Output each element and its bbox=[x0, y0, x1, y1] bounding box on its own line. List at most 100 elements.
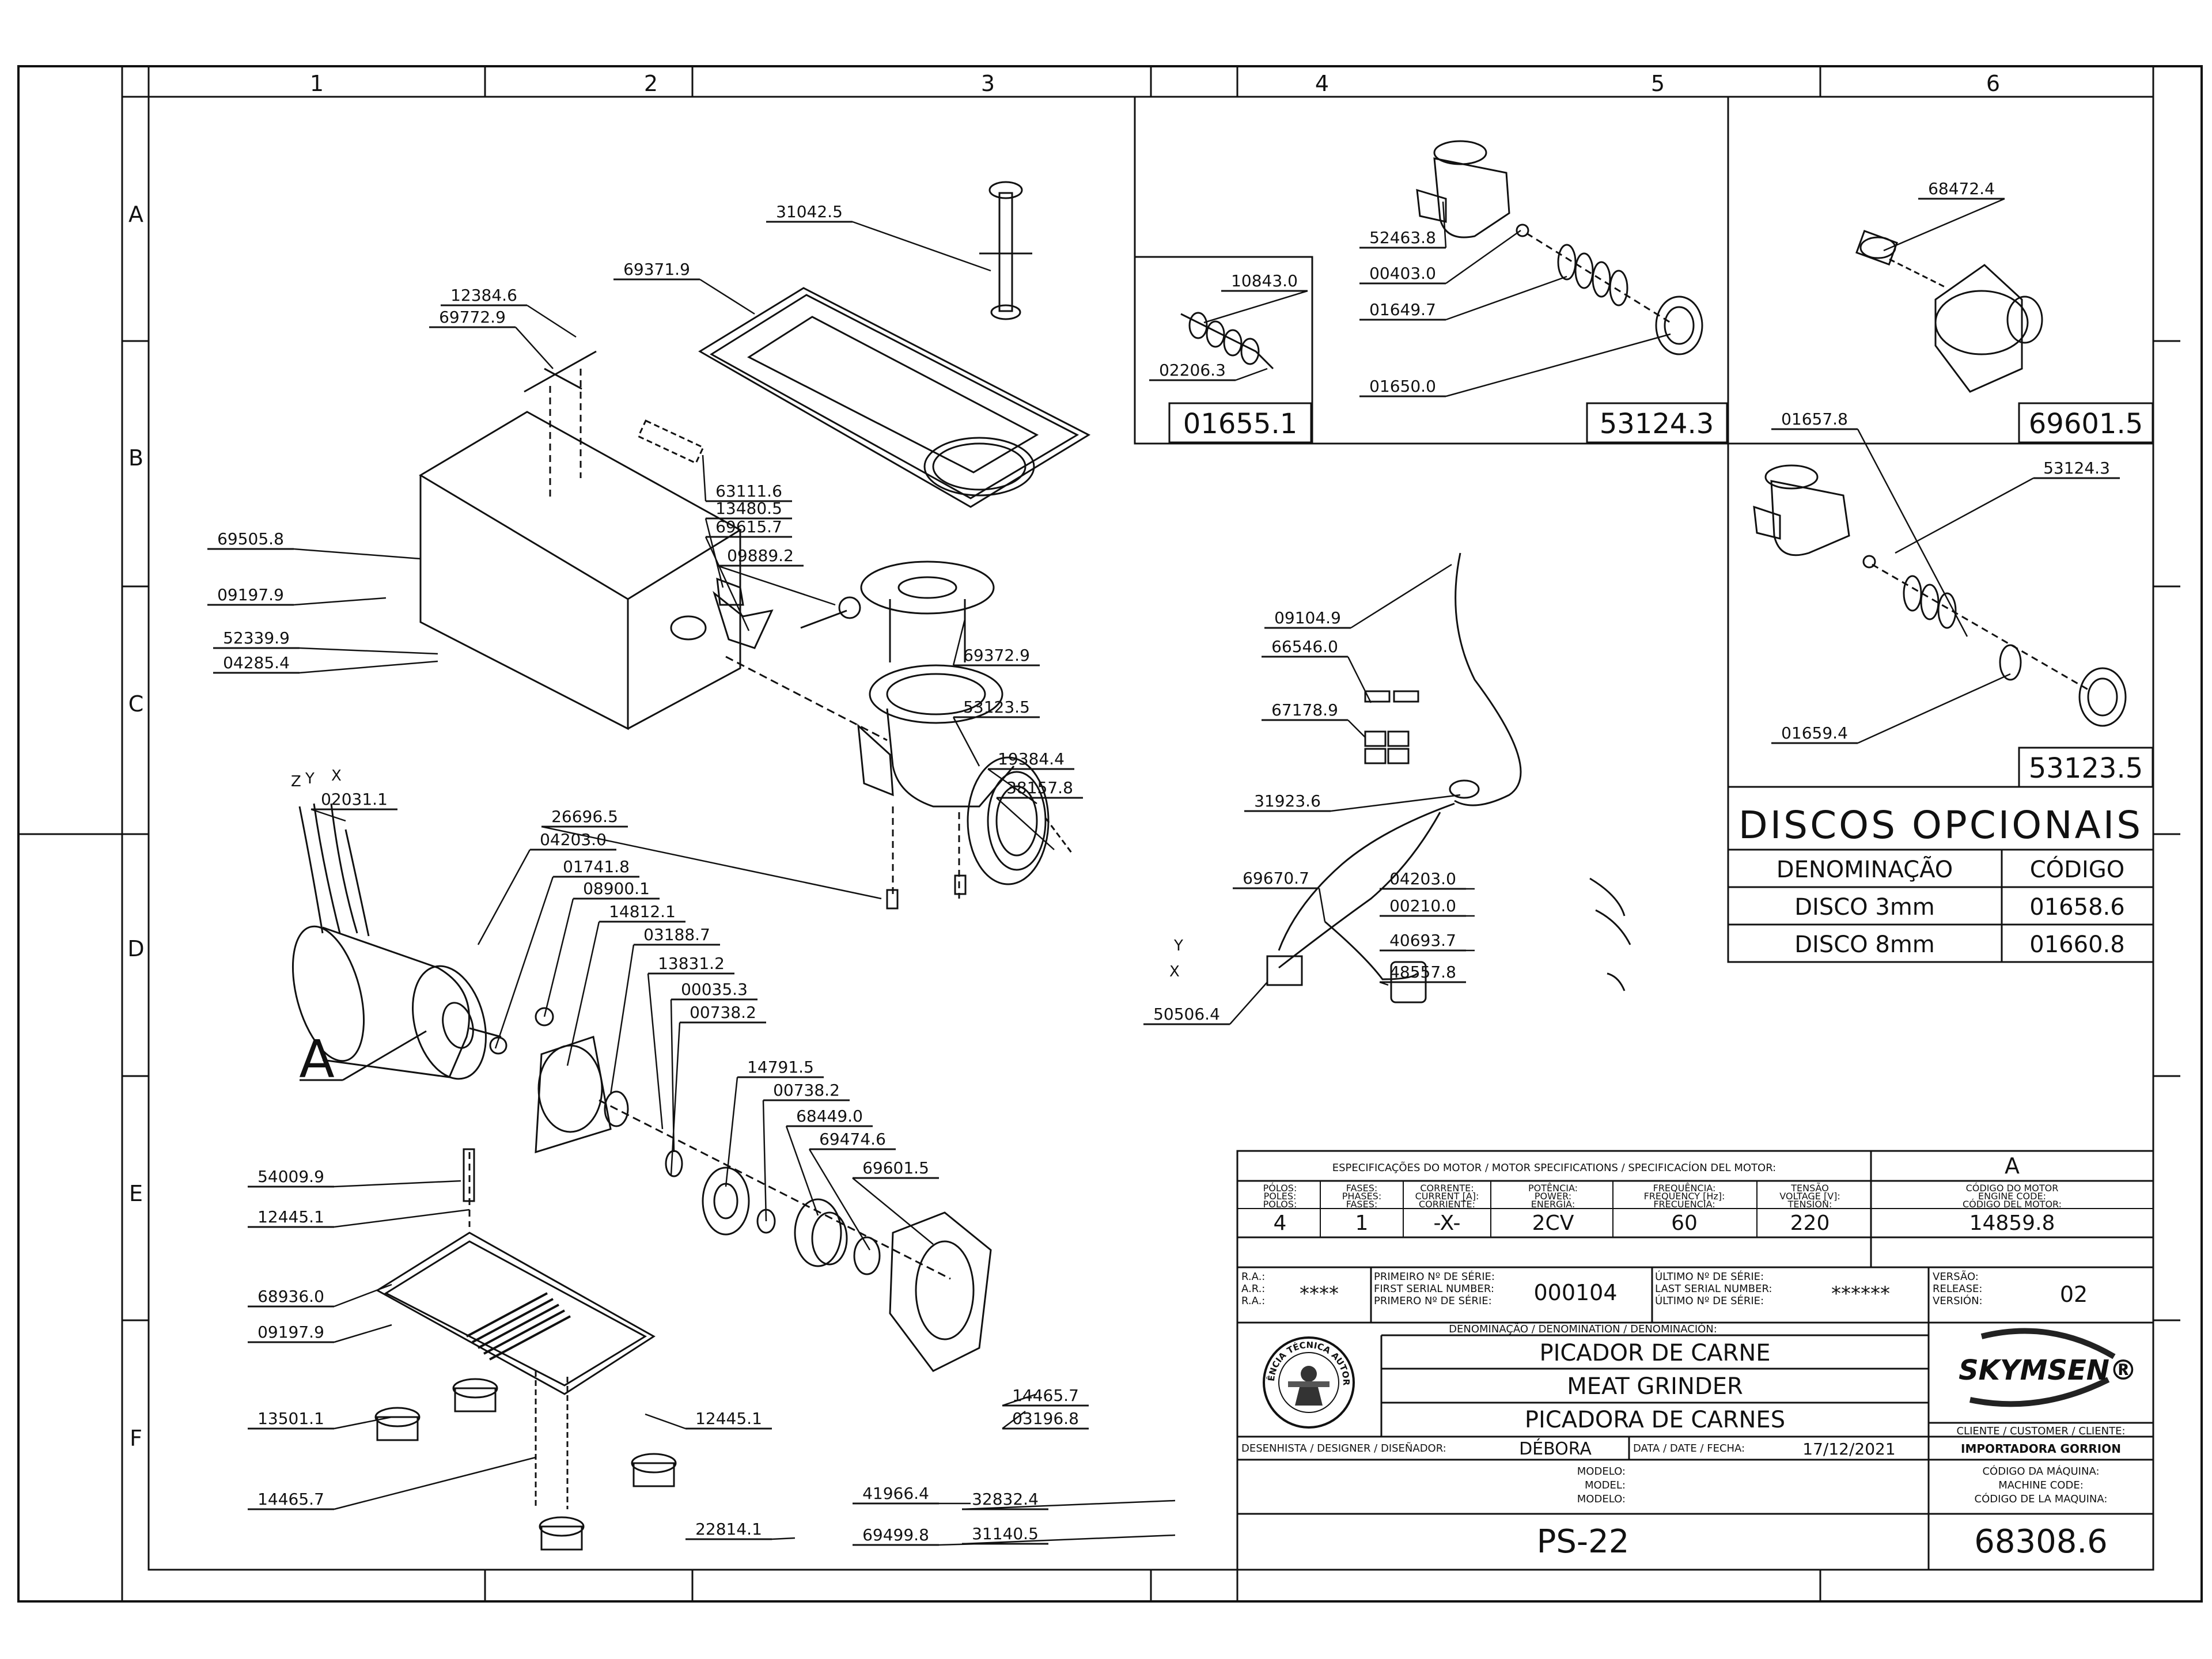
spec-label: ENERGÍA: bbox=[1531, 1199, 1575, 1210]
leader-line bbox=[477, 849, 531, 945]
callout: 67178.9 bbox=[1262, 700, 1366, 738]
callout: 69601.5 bbox=[852, 1158, 939, 1245]
axis-x: X bbox=[331, 767, 342, 785]
callout: 00035.3 bbox=[670, 980, 757, 1153]
callout: 26696.5 bbox=[541, 807, 882, 900]
part-number: 00035.3 bbox=[681, 980, 748, 999]
discos-header-name: DENOMINAÇÃO bbox=[1777, 855, 1953, 883]
part-number: 40693.7 bbox=[1389, 931, 1456, 950]
spec-label: POWER: bbox=[1535, 1191, 1571, 1202]
part-number: 69601.5 bbox=[862, 1158, 929, 1177]
spec-value: 4 bbox=[1274, 1211, 1287, 1235]
leader-line bbox=[293, 548, 421, 560]
part-number: 14812.1 bbox=[609, 902, 676, 921]
leader-line bbox=[1347, 719, 1366, 738]
callout: 31042.5 bbox=[766, 202, 991, 272]
first-serial-label: PRIMEIRO Nº DE SÉRIE: bbox=[1374, 1270, 1495, 1283]
axis-y2: Y bbox=[1173, 937, 1183, 955]
spec-value: 220 bbox=[1790, 1211, 1830, 1235]
leader-line bbox=[699, 278, 755, 315]
ra-value: **** bbox=[1300, 1282, 1339, 1305]
callout: 10843.0 bbox=[1203, 271, 1308, 324]
part-number: 00210.0 bbox=[1389, 896, 1456, 915]
spec-label: FASES: bbox=[1346, 1199, 1378, 1210]
leader-line bbox=[1857, 673, 2011, 744]
model-label: MODEL: bbox=[1585, 1479, 1626, 1491]
wiring-drawing bbox=[1266, 552, 1631, 1003]
part-number: 68936.0 bbox=[257, 1287, 324, 1306]
part-number: 09197.9 bbox=[257, 1323, 324, 1342]
motor-drawing bbox=[291, 803, 612, 1154]
callout: 01657.8 bbox=[1771, 410, 1968, 637]
grid-row-label: D bbox=[127, 936, 144, 961]
leader-line bbox=[515, 327, 554, 369]
leader-line bbox=[808, 1149, 871, 1251]
spec-label: TENSÍON: bbox=[1787, 1199, 1832, 1210]
part-number: 22814.1 bbox=[695, 1520, 762, 1539]
name-pt: PICADOR DE CARNE bbox=[1539, 1340, 1770, 1366]
callout: 09889.2 bbox=[717, 546, 836, 606]
callout: 31140.5 bbox=[961, 1524, 1176, 1545]
part-number: 41966.4 bbox=[862, 1484, 929, 1503]
callout: 12445.1 bbox=[645, 1409, 772, 1430]
machine-code-label: CÓDIGO DE LA MAQUINA: bbox=[1975, 1493, 2108, 1505]
callout: 69505.8 bbox=[207, 529, 421, 560]
machine-code-label: MACHINE CODE: bbox=[1998, 1479, 2084, 1491]
callout: 03196.8 bbox=[1002, 1409, 1089, 1430]
part-number: 19384.4 bbox=[998, 749, 1065, 768]
callout: 22814.1 bbox=[685, 1520, 796, 1540]
discos-header-code: CÓDIGO bbox=[2030, 855, 2125, 883]
leader-line bbox=[1229, 982, 1268, 1025]
part-number: 26696.5 bbox=[551, 807, 618, 826]
leader-line bbox=[952, 619, 966, 666]
part-number: 09104.9 bbox=[1274, 608, 1341, 627]
housing-drawing bbox=[419, 350, 861, 730]
leader-line bbox=[494, 876, 554, 1049]
first-serial: 000104 bbox=[1533, 1280, 1617, 1305]
callout: 08900.1 bbox=[543, 879, 660, 1017]
leader-line bbox=[702, 454, 707, 502]
grinder-head-drawing bbox=[725, 560, 1073, 910]
callout: 63111.6 bbox=[702, 454, 792, 502]
callout: 69615.7 bbox=[704, 517, 792, 631]
callout: 13501.1 bbox=[248, 1409, 392, 1430]
leader-line bbox=[996, 797, 1055, 850]
part-number: 04203.0 bbox=[1389, 869, 1456, 888]
callout: 04285.4 bbox=[213, 653, 438, 674]
panel-code-4: 53123.5 bbox=[2029, 752, 2143, 785]
part-number: 12384.6 bbox=[450, 286, 517, 305]
motor-letter: A bbox=[299, 1029, 335, 1090]
part-number: 69372.9 bbox=[963, 646, 1030, 665]
spec-value: 60 bbox=[1671, 1211, 1698, 1235]
callout: 69772.9 bbox=[429, 308, 554, 369]
part-number: 69499.8 bbox=[862, 1525, 929, 1544]
callout: 41966.4 bbox=[853, 1484, 971, 1505]
leader-line bbox=[647, 973, 664, 1130]
callout: 09197.9 bbox=[207, 585, 387, 606]
leader-line bbox=[785, 1126, 819, 1216]
ra-label: R.A.: bbox=[1241, 1271, 1265, 1283]
callout: 66546.0 bbox=[1262, 637, 1372, 703]
callout-layer: 31042.569371.912384.669772.963111.613480… bbox=[207, 179, 2120, 1546]
grid-column-label: 4 bbox=[1315, 71, 1329, 96]
panel-code-3: 69601.5 bbox=[2029, 408, 2143, 440]
part-number: 01649.7 bbox=[1369, 300, 1436, 319]
grid-column-label: 5 bbox=[1651, 71, 1665, 96]
grid-row-label: E bbox=[129, 1181, 143, 1206]
grid-column-label: 6 bbox=[1986, 71, 2000, 96]
part-number: 01741.8 bbox=[563, 857, 630, 876]
brand-name: SKYMSEN® bbox=[1959, 1354, 2137, 1387]
leader-line bbox=[1318, 888, 1326, 922]
panel-code-2: 53124.3 bbox=[1600, 408, 1714, 440]
callout: 01650.0 bbox=[1359, 333, 1671, 397]
leader-line bbox=[334, 1416, 392, 1430]
leader-line bbox=[717, 565, 836, 606]
spec-label: POLES: bbox=[1264, 1191, 1297, 1202]
callout: 53123.5 bbox=[952, 698, 1040, 767]
callout: 03188.7 bbox=[609, 925, 720, 1095]
leader-line bbox=[952, 717, 980, 767]
callout: 14465.7 bbox=[1002, 1386, 1089, 1407]
part-number: 13501.1 bbox=[257, 1409, 324, 1428]
first-serial-label: FIRST SERIAL NUMBER: bbox=[1374, 1283, 1494, 1295]
